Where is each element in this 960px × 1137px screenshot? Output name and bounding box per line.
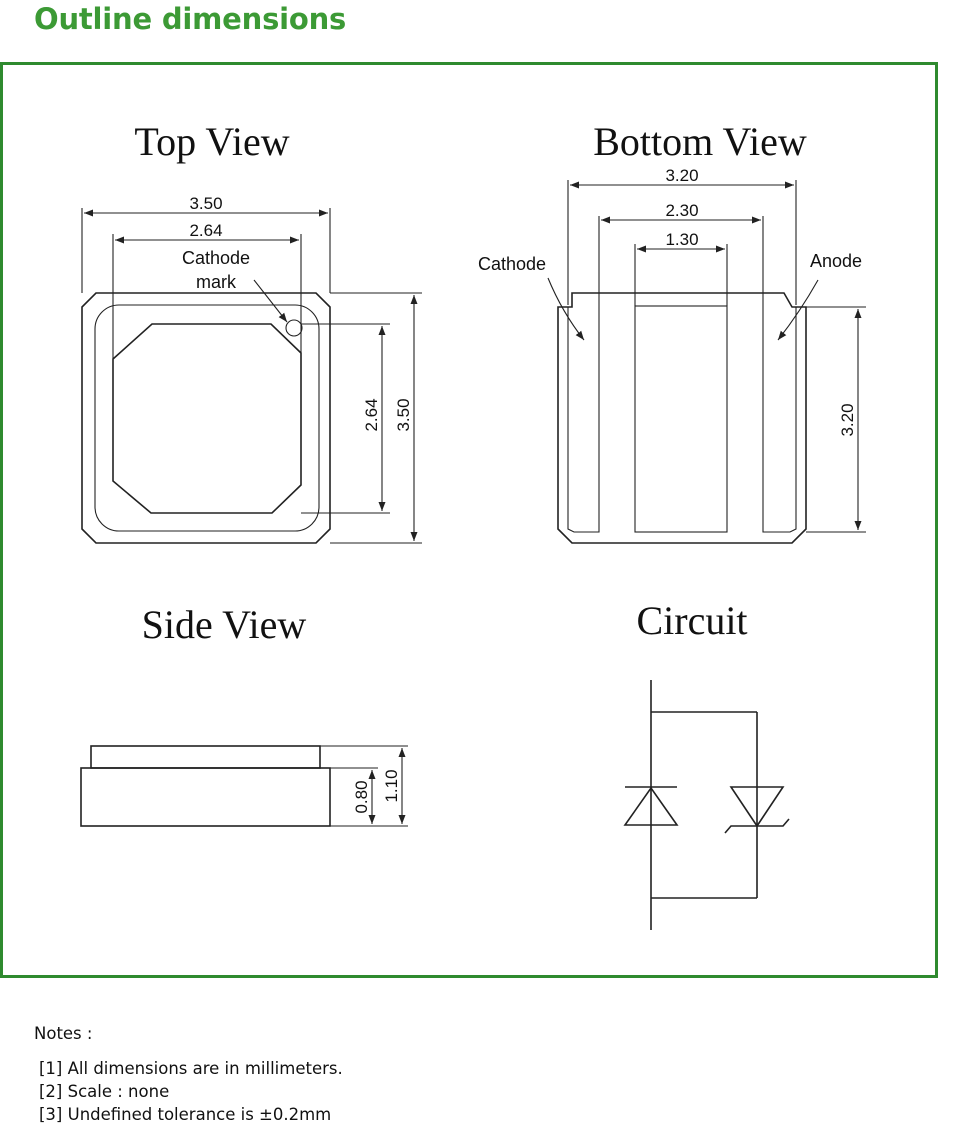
cathode-pointer [547,277,585,341]
cathode-label: Cathode [478,254,546,274]
outline-drawing: Top View 3.50 2.64 2.64 3.50 Cathode mar… [80,119,866,930]
top-view-title: Top View [134,119,289,164]
top-dim-height-outer: 3.50 [394,398,413,431]
note-item: [3] Undefined tolerance is ±0.2mm [39,1105,332,1124]
side-dim-height-body: 0.80 [352,780,371,813]
notes-list: [1] All dimensions are in millimeters. [… [34,1057,343,1126]
top-dim-width-inner: 2.64 [189,221,222,240]
side-view-body [80,767,331,827]
side-view-lens [90,745,321,769]
top-view-package-outline [81,292,331,544]
notes-heading: Notes : [34,1024,93,1043]
notes-section: Notes : [1] All dimensions are in millim… [34,1024,343,1126]
cathode-mark-icon [285,319,303,337]
bottom-view-package-outline [557,292,807,544]
top-view: Top View 3.50 2.64 2.64 3.50 Cathode mar… [81,119,422,544]
circuit-title: Circuit [636,598,747,643]
bottom-view: Bottom View 3.20 2.30 1.30 3.20 Cathode … [478,119,866,544]
top-dim-width-outer: 3.50 [189,194,222,213]
note-item: [1] All dimensions are in millimeters. [39,1059,343,1078]
bottom-view-title: Bottom View [593,119,807,164]
circuit-view: Circuit [623,598,790,930]
anode-pointer [777,279,819,341]
center-pad [634,305,728,533]
bottom-dim-width-mid: 2.30 [665,201,698,220]
cathode-mark-pointer [253,279,288,323]
cathode-mark-label-line2: mark [196,272,237,292]
led-diode-symbol [623,786,679,826]
bottom-dim-width-outer: 3.20 [665,166,698,185]
anode-label: Anode [810,251,862,271]
page-title: Outline dimensions [34,2,347,36]
top-view-inner-rim [94,304,320,532]
side-view-title: Side View [142,602,307,647]
side-dim-height-total: 1.10 [382,769,401,802]
top-dim-height-inner: 2.64 [362,398,381,431]
bottom-dim-height: 3.20 [838,403,857,436]
protection-diode-symbol [724,786,790,834]
bottom-dim-width-inner: 1.30 [665,230,698,249]
cathode-pad [567,307,600,533]
top-view-lens-octagon [112,323,302,514]
side-view: Side View 0.80 1.10 [80,602,408,827]
cathode-mark-label-line1: Cathode [182,248,250,268]
note-item: [2] Scale : none [39,1082,170,1101]
drawing-frame [0,62,938,978]
anode-pad [762,307,797,533]
